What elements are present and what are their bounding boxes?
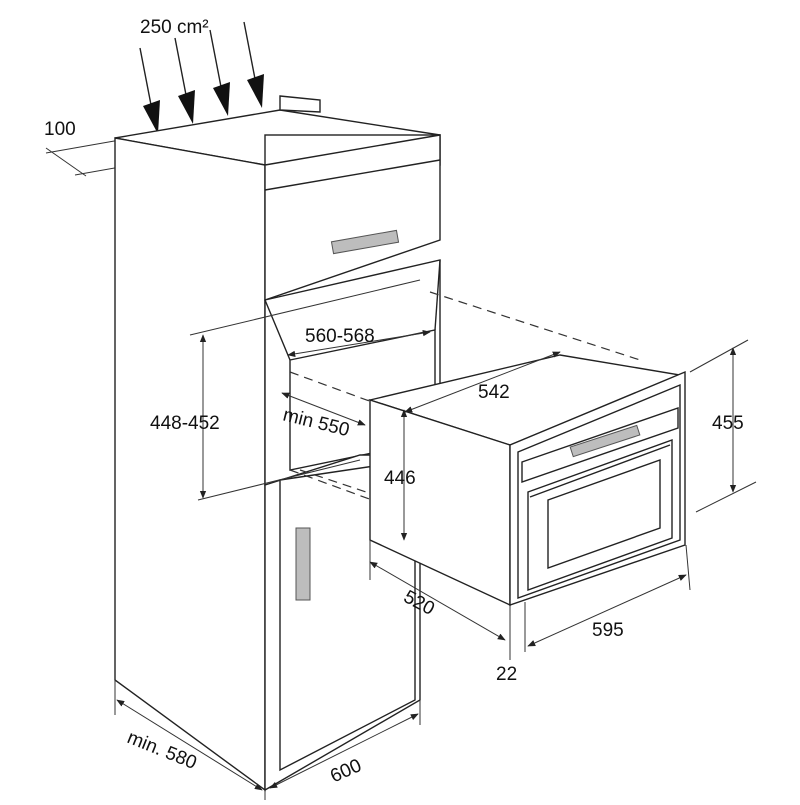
control-display — [569, 424, 641, 458]
oven-depth-dimension — [404, 351, 561, 413]
top-gap-label: 100 — [44, 119, 76, 140]
oven-depth-label: 542 — [478, 382, 510, 403]
front-width-dimension — [509, 544, 691, 660]
cabinet-width-label: 600 — [327, 755, 365, 787]
front-width-label: 595 — [592, 620, 624, 641]
ventilation-arrow-4 — [243, 21, 264, 108]
front-thickness-label: 22 — [496, 664, 517, 685]
ventilation-label: 250 cm² — [140, 17, 209, 38]
front-height-dimension — [689, 339, 757, 513]
upper-door-handle — [330, 229, 400, 255]
niche-height-label: 448-452 — [150, 413, 220, 434]
niche-width-label: 560-568 — [305, 326, 375, 347]
front-height-label: 455 — [712, 413, 744, 434]
cabinet-width-dimension — [269, 700, 421, 789]
ventilation-arrow-3 — [209, 29, 230, 116]
niche-height-dimension — [197, 334, 361, 501]
ventilation-arrow-2 — [174, 37, 195, 124]
ventilation-arrow-1 — [139, 47, 160, 134]
carcass-depth-dimension — [369, 540, 506, 641]
ventilation-arrows — [139, 21, 264, 134]
lower-door-handle — [295, 527, 311, 601]
niche-width-dimension — [189, 279, 431, 358]
oven-height-label: 446 — [384, 468, 416, 489]
cabinet-depth-dimension — [114, 680, 266, 800]
niche-depth-dimension — [281, 371, 373, 426]
